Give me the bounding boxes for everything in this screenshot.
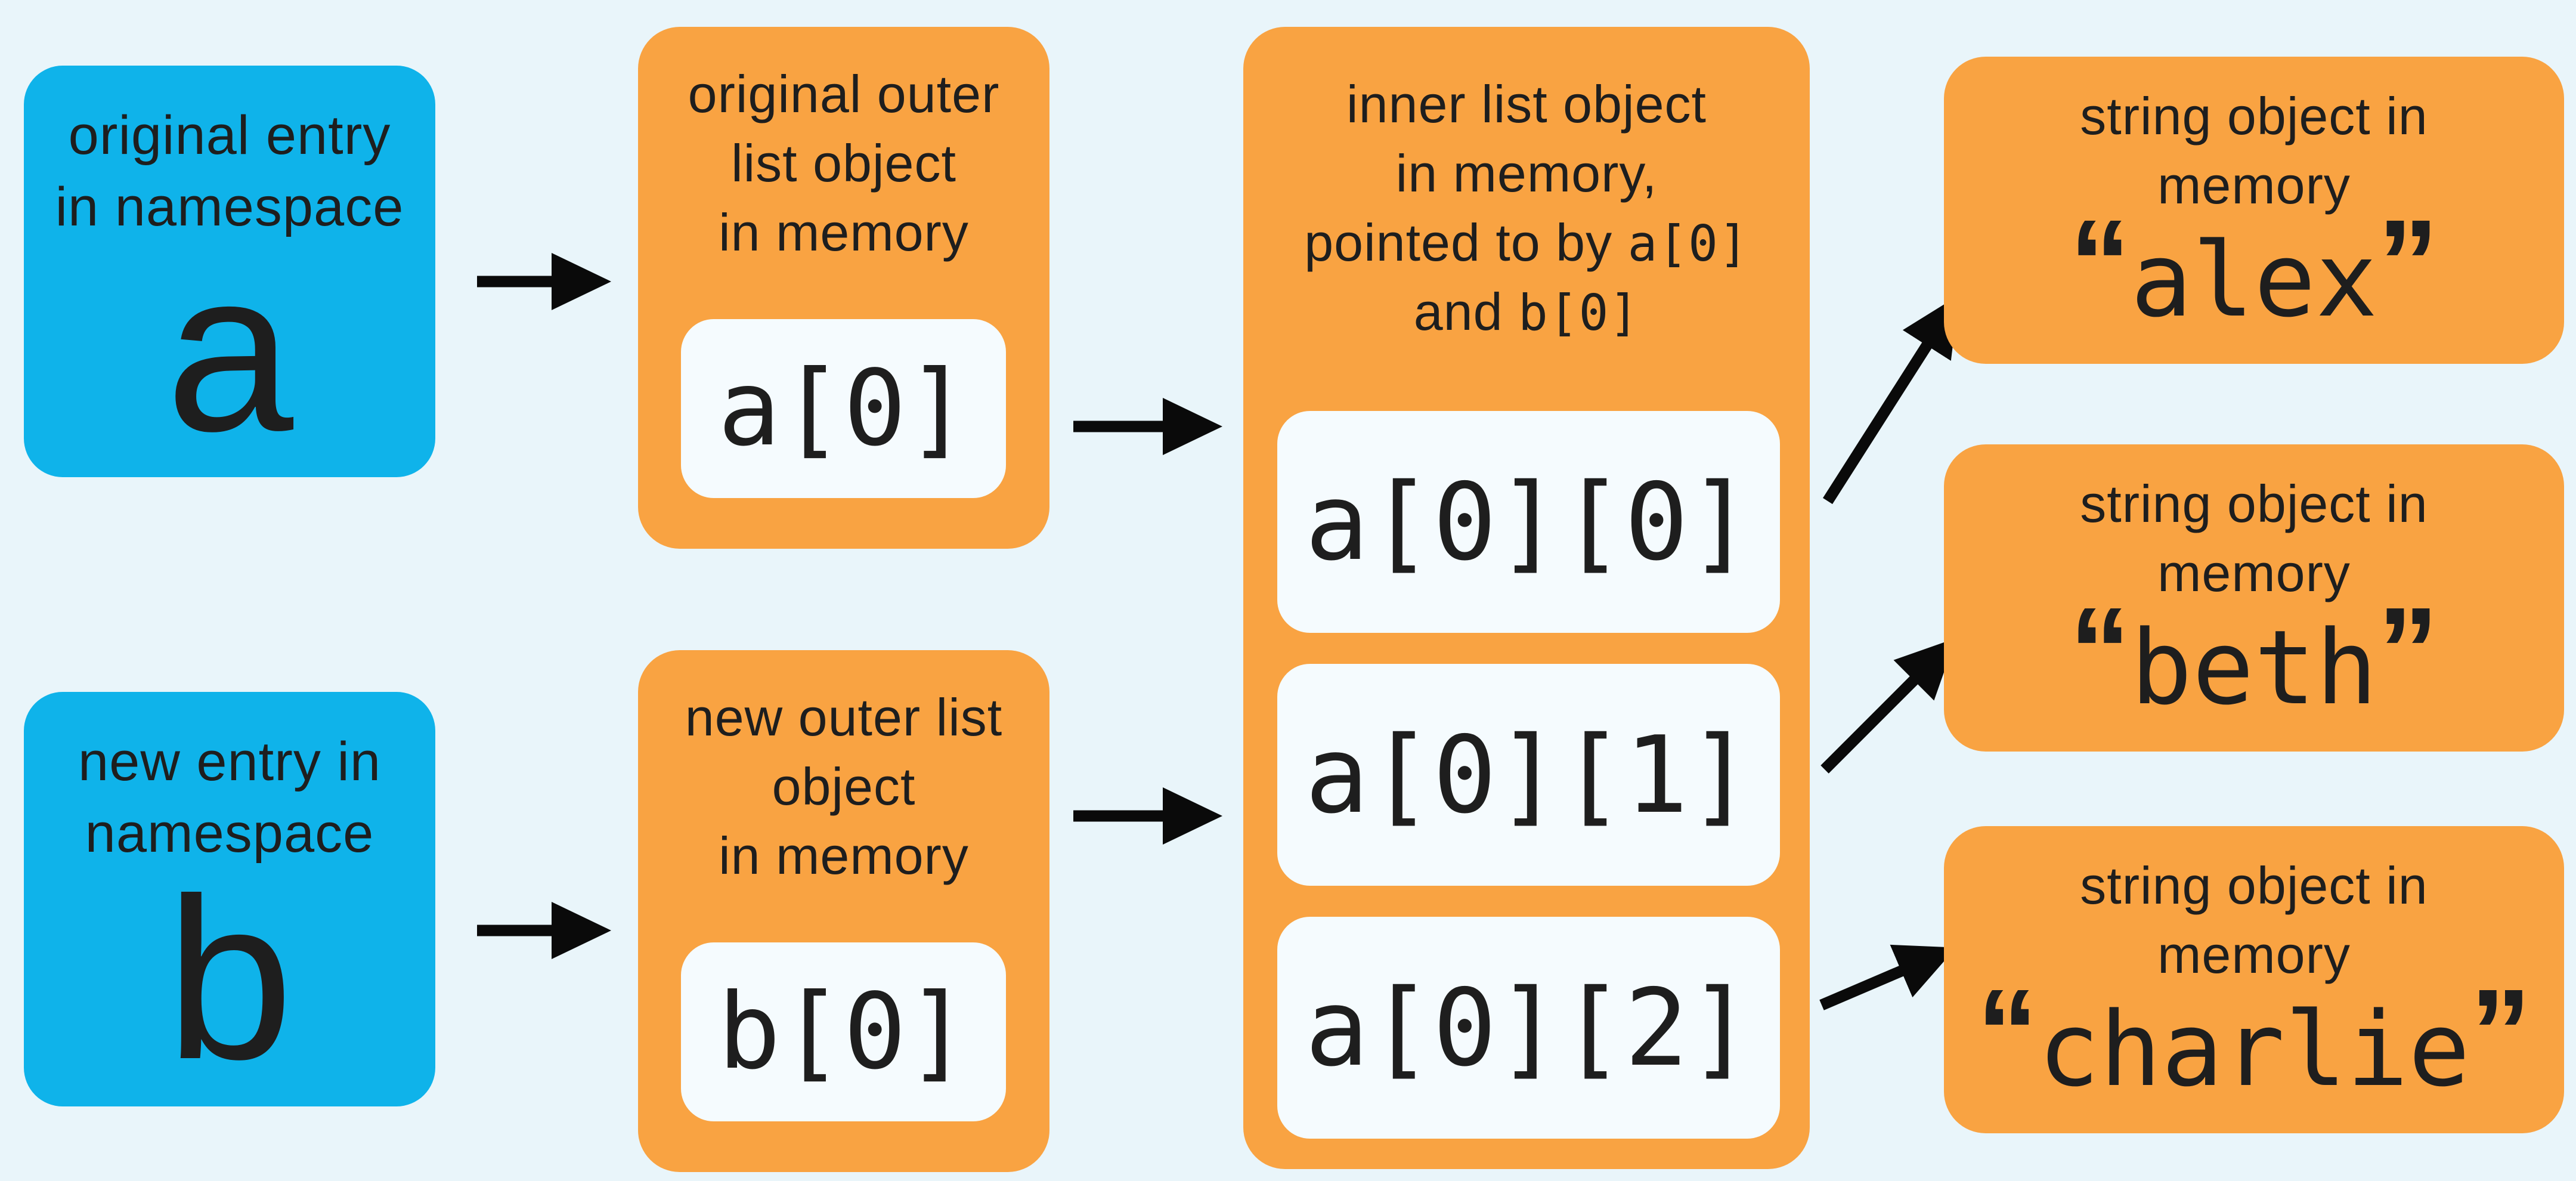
title-line: list object [731,134,956,193]
string-value-beth: “beth” [2069,582,2439,728]
string-text: beth [2130,607,2378,728]
outer-list-box-new: new outer list object in memory b[0] [638,650,1049,1172]
slot-a02: a[0][2] [1277,917,1780,1139]
slot-a01: a[0][1] [1277,664,1780,886]
title-line: pointed to by a[0] [1304,213,1749,273]
outer-list-box-original: original outer list object in memory a[0… [638,27,1049,549]
string-text: charlie [2038,989,2470,1109]
string-box-beth: string object in memory “beth” [1944,444,2564,752]
title-line: and b[0] [1413,282,1640,342]
namespace-b-symbol: b [165,849,294,1107]
title-line: object [772,757,916,817]
label-line: in namespace [55,176,404,237]
label-line: new entry in [78,731,382,792]
title-line: in memory [719,826,969,886]
namespace-a-label: original entry in namespace [55,100,404,243]
title-line: new outer list [685,688,1003,747]
arrow-a01-to-beth [1820,638,1956,774]
namespace-a-symbol: a [165,222,294,480]
string-value-charlie: “charlie” [1977,963,2531,1109]
inner-list-box: inner list object in memory, pointed to … [1243,27,1810,1169]
outer-list-new-title: new outer list object in memory [685,683,1002,891]
outer-list-original-title: original outer list object in memory [688,60,1000,267]
string-box-charlie: string object in memory “charlie” [1944,826,2564,1133]
title-line: memory [2157,543,2351,603]
title-line: string object in [2080,856,2428,915]
label-line: original entry [68,105,391,166]
title-line: string object in [2080,474,2428,533]
title-line: string object in [2080,86,2428,146]
string-box-title: string object in memory [2080,82,2428,220]
namespace-box-b: new entry in namespace b [24,692,435,1106]
title-line: memory [2157,925,2351,985]
label-line: namespace [85,802,374,864]
slot-a0: a[0] [681,319,1006,498]
title-line: in memory [719,203,969,262]
title-line: inner list object [1346,75,1707,134]
string-box-title: string object in memory [2080,851,2428,990]
arrow-a02-to-charlie [1819,944,1956,1010]
namespace-box-a: original entry in namespace a [24,66,435,477]
namespace-b-label: new entry in namespace [78,726,381,869]
title-line: original outer [688,64,1000,123]
slot-b0: b[0] [681,942,1006,1121]
title-line: in memory, [1395,144,1658,203]
string-box-alex: string object in memory “alex” [1944,57,2564,364]
slot-a00: a[0][0] [1277,411,1780,633]
string-value-alex: “alex” [2069,194,2439,340]
title-line: memory [2157,156,2351,215]
inner-list-slots: a[0][0] a[0][1] a[0][2] [1277,411,1780,1139]
string-text: alex [2130,219,2378,340]
string-box-title: string object in memory [2080,469,2428,608]
inner-list-title: inner list object in memory, pointed to … [1304,70,1749,347]
arrow-a00-to-alex [1822,295,1959,505]
